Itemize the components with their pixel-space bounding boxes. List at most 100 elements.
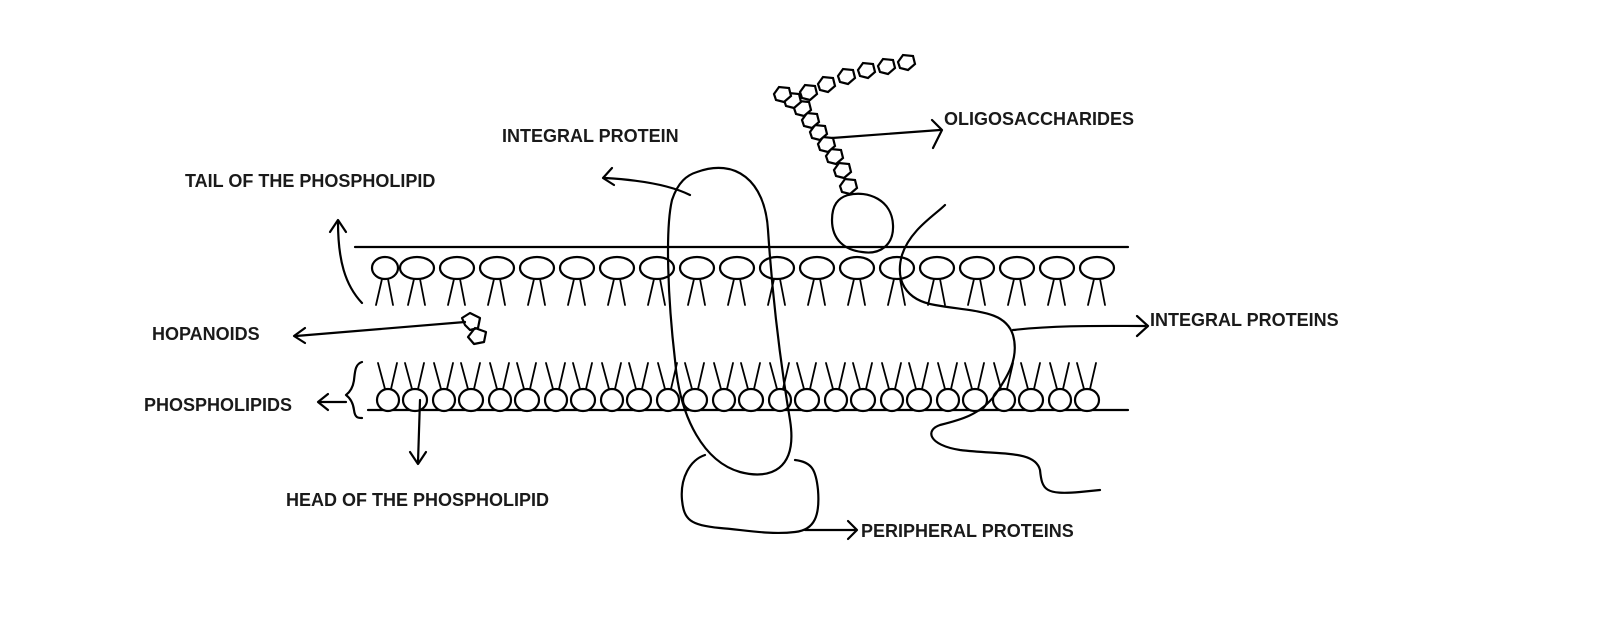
sugar-unit [838, 177, 859, 196]
arrow-tail [336, 220, 364, 305]
phospholipid-tail [852, 362, 873, 390]
integral-protein-central [666, 166, 793, 476]
lower-phospholipid-layer [375, 362, 1101, 413]
phospholipid-tail [807, 278, 826, 306]
phospholipid-tail [881, 362, 902, 390]
phospholipid-head [638, 255, 676, 281]
phospholipid-head [1047, 387, 1073, 413]
phospholipid-head [958, 255, 996, 281]
phospholipid-head [823, 387, 849, 413]
arrow-head-of-phospholipid [416, 398, 422, 464]
phospholipid-head [681, 387, 709, 413]
phospholipid-tail [572, 362, 593, 390]
phospholipid-head [1073, 387, 1101, 413]
phospholipid-head [655, 387, 681, 413]
phospholipid-tail [847, 278, 866, 306]
phospholipid-tail [767, 278, 786, 306]
phospholipid-tail [825, 362, 846, 390]
phospholipid-tail [740, 362, 761, 390]
phospholipid-head [737, 387, 765, 413]
phospholipid-head [558, 255, 596, 281]
phospholipid-tail [887, 278, 906, 306]
phospholipid-tail [404, 362, 425, 390]
glycoprotein-head [830, 192, 895, 254]
phospholipid-tail [967, 278, 986, 306]
phospholipid-head [918, 255, 956, 281]
phospholipid-head [905, 387, 933, 413]
phospholipid-tail [1076, 362, 1097, 390]
hopanoid-molecule [460, 311, 488, 346]
phospholipid-head [998, 255, 1036, 281]
phospholipid-tail [1007, 278, 1026, 306]
phospholipid-tail [516, 362, 537, 390]
phospholipid-tail [601, 362, 622, 390]
phospholipid-head [849, 387, 877, 413]
integral-protein-right [898, 203, 1102, 494]
arrow-hopanoids [294, 320, 467, 338]
sugar-unit [816, 75, 837, 94]
arrow-oligosaccharides-head [930, 118, 944, 150]
upper-phospholipid-layer [370, 255, 1116, 306]
phospholipid-tail [927, 278, 946, 306]
phospholipid-tail [908, 362, 929, 390]
phospholipid-head [370, 255, 400, 281]
label-oligosaccharides: OLIGOSACCHARIDES [944, 109, 1135, 129]
phospholipid-tail [377, 362, 398, 390]
label-tail-of-phospholipid: TAIL OF THE PHOSPHOLIPID [185, 171, 436, 191]
sugar-unit [876, 57, 897, 76]
phospholipid-tail [527, 278, 546, 306]
phospholipid-head [1017, 387, 1045, 413]
phospholipid-head [793, 387, 821, 413]
peripheral-protein [680, 453, 820, 535]
phospholipid-head [569, 387, 597, 413]
phospholipid-tail [433, 362, 454, 390]
phospholipid-head [758, 255, 796, 281]
phospholipid-head [1078, 255, 1116, 281]
phospholipid-head [398, 255, 436, 281]
arrow-oligosaccharides [830, 128, 942, 140]
phospholipid-tail [713, 362, 734, 390]
phospholipid-head [543, 387, 569, 413]
phospholipid-head [798, 255, 836, 281]
phospholipid-tail [1020, 362, 1041, 390]
phospholipid-tail [375, 278, 394, 306]
phospholipid-tail [447, 278, 466, 306]
phospholipid-head [711, 387, 737, 413]
phospholipid-tail [1049, 362, 1070, 390]
phospholipid-head [1038, 255, 1076, 281]
phospholipid-head [718, 255, 756, 281]
arrow-integral-protein-head [601, 166, 616, 187]
arrow-peripheral-proteins-head [846, 519, 859, 541]
label-integral-proteins: INTEGRAL PROTEINS [1150, 310, 1339, 330]
phospholipid-tail [796, 362, 817, 390]
arrow-integral-protein [603, 176, 692, 197]
sugar-unit [856, 61, 877, 80]
phospholipid-tail [487, 278, 506, 306]
phospholipid-head [375, 387, 401, 413]
label-hopanoids: HOPANOIDS [152, 324, 260, 344]
phospholipid-tail [489, 362, 510, 390]
phospholipid-head [878, 255, 916, 281]
arrow-head-of-phospholipid-head [408, 450, 428, 466]
label-head-of-phospholipid: HEAD OF THE PHOSPHOLIPID [286, 490, 550, 510]
phospholipid-tail [607, 278, 626, 306]
phospholipid-head [935, 387, 961, 413]
sugar-unit [772, 85, 793, 104]
phospholipid-tail [628, 362, 649, 390]
phospholipid-head [457, 387, 485, 413]
sugar-unit [798, 83, 819, 102]
phospholipid-tail [657, 362, 678, 390]
arrow-phospholipids-brace [344, 360, 364, 420]
phospholipid-tail [684, 362, 705, 390]
phospholipid-tail [964, 362, 985, 390]
phospholipid-tail [937, 362, 958, 390]
phospholipid-tail [647, 278, 666, 306]
sugar-unit [832, 161, 853, 180]
label-integral-protein: INTEGRAL PROTEIN [502, 126, 679, 146]
phospholipid-head [678, 255, 716, 281]
phospholipid-tail [567, 278, 586, 306]
sugar-unit [896, 53, 917, 72]
phospholipid-tail [460, 362, 481, 390]
phospholipid-head [838, 255, 876, 281]
